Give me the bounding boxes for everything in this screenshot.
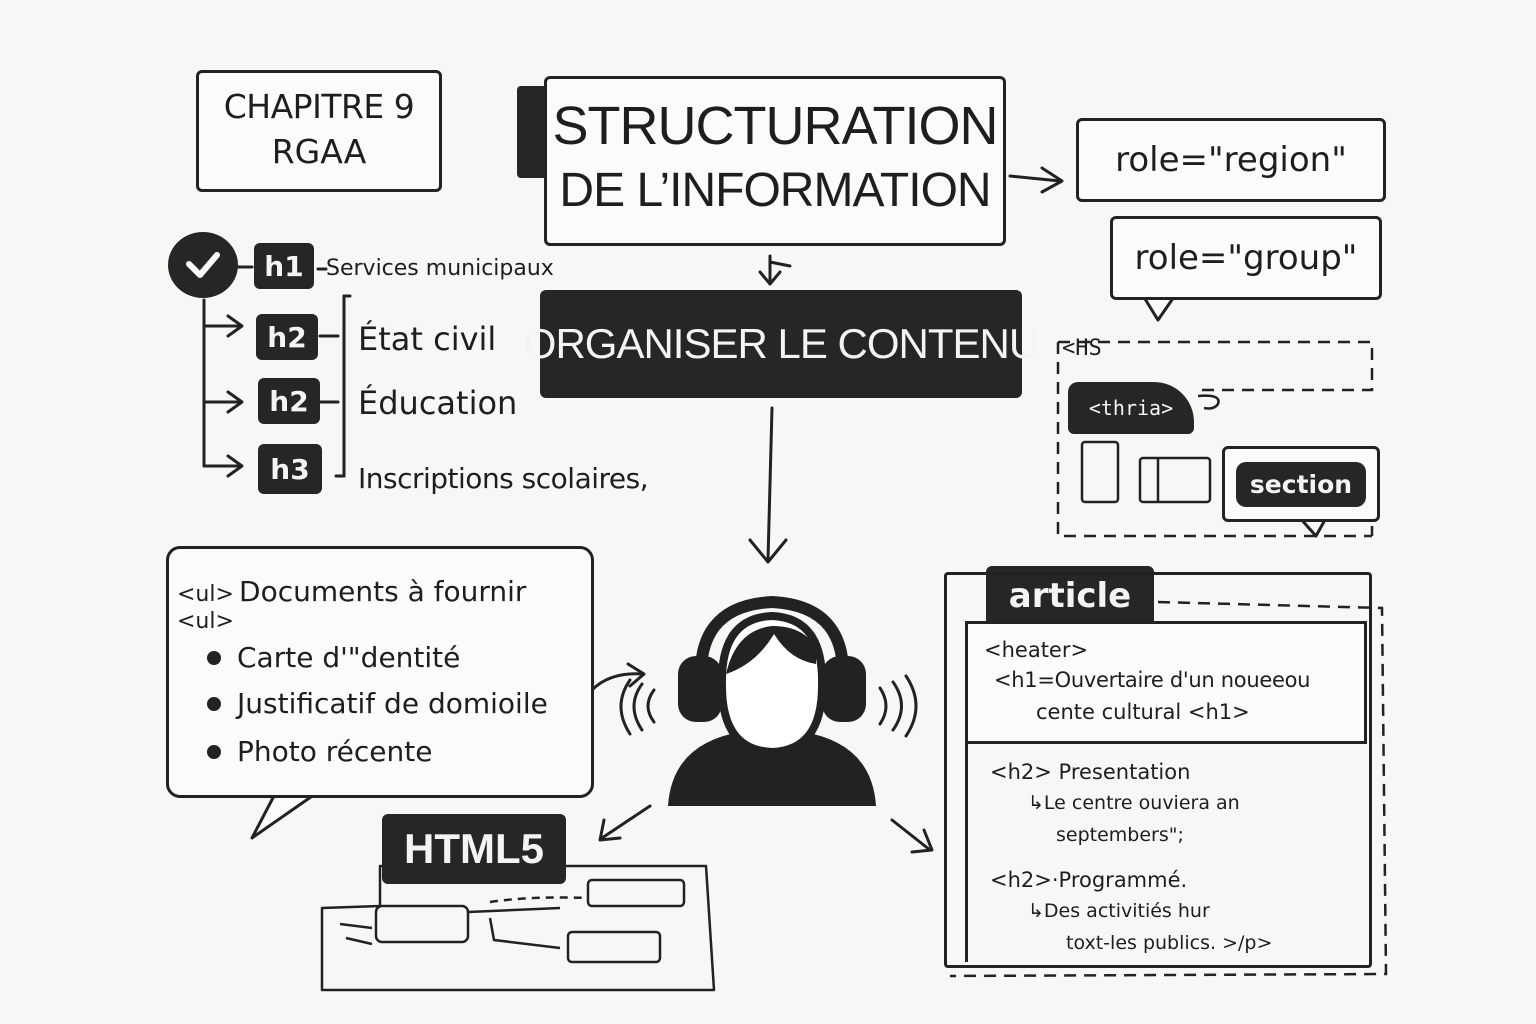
article-body: <h2> Presentation ↳Le centre ouviera an … — [965, 741, 1364, 962]
heading-label-services: Services municipaux — [326, 256, 554, 281]
header-h1-line-1: <h1=Ouvertaire d'un noueeou — [994, 668, 1311, 692]
list-item: Carte d'"dentité — [207, 641, 460, 674]
landmark-thria-tag: <thria> — [1068, 382, 1194, 434]
html5-tag: HTML5 — [382, 814, 566, 884]
landmark-section-text: section — [1249, 469, 1353, 499]
section-1-line-1: ↳Le centre ouviera an — [1028, 792, 1240, 814]
organise-banner: ORGANISER LE CONTENU — [524, 290, 1039, 398]
role-region-box: role="region" — [1076, 118, 1386, 202]
header-tag: <heater> — [984, 638, 1089, 662]
html5-label: HTML5 — [404, 825, 544, 872]
section-2-line-2: toxt-les publics. >/p> — [1066, 932, 1273, 954]
ul-tag-2: <ul> — [177, 609, 234, 634]
landmark-thria-text: <thria> — [1088, 396, 1174, 420]
title-line-2: DE L’INFORMATION — [559, 164, 991, 217]
section-1-heading: <h2> Presentation — [990, 760, 1191, 784]
heading-tag-h1: h1 — [254, 243, 314, 289]
bullet-icon — [207, 650, 221, 665]
heading-label-education: Éducation — [358, 384, 518, 422]
heading-label-inscriptions: Inscriptions scolaires, — [358, 462, 649, 495]
landmark-section-box: section — [1222, 446, 1380, 522]
list-item: Photo récente — [207, 735, 432, 768]
title-box: STRUCTURATION DE L’INFORMATION — [544, 76, 1006, 246]
list-item-text: Justificatif de domioile — [237, 687, 548, 720]
heading-tag-h3: h3 — [258, 444, 322, 494]
section-2-line-1: ↳Des activitiés hur — [1028, 900, 1210, 922]
role-region-label: role="region" — [1115, 140, 1347, 180]
header-h1-line-2: cente cultural <h1> — [1036, 700, 1250, 724]
heading-tag-h1-text: h1 — [264, 249, 304, 283]
organise-label: ORGANISER LE CONTENU — [523, 320, 1039, 367]
chapter-number: CHAPITRE 9 — [223, 87, 415, 126]
role-group-label: role="group" — [1134, 238, 1358, 278]
heading-label-etat-civil: État civil — [358, 320, 497, 358]
section-1-line-2: septembers"; — [1056, 824, 1184, 846]
heading-tag-h3-text: h3 — [270, 452, 310, 486]
list-line-1: <ul> Documents à fournir — [177, 575, 526, 608]
list-item: Justificatif de domioile — [207, 687, 548, 720]
list-title: Documents à fournir — [239, 575, 527, 608]
list-item-text: Carte d'"dentité — [237, 641, 461, 674]
chapter-box: CHAPITRE 9 RGAA — [196, 70, 442, 192]
list-bubble: <ul> Documents à fournir <ul> Carte d'"d… — [166, 546, 594, 798]
bullet-icon — [207, 744, 221, 759]
bullet-icon — [207, 696, 221, 711]
check-icon — [168, 232, 238, 298]
headphones-user-icon — [668, 595, 876, 806]
heading-tag-h2-etat-text: h2 — [267, 320, 307, 354]
heading-tag-h2-education: h2 — [258, 378, 320, 424]
article-tag-text: article — [1008, 576, 1132, 616]
article-header: <heater> <h1=Ouvertaire d'un noueeou cen… — [965, 621, 1367, 744]
landmark-hs-label: <HS — [1062, 336, 1102, 361]
section-2-heading: <h2>·Programmé. — [990, 868, 1188, 892]
title-line-1: STRUCTURATION — [552, 96, 999, 156]
heading-tag-h2-education-text: h2 — [269, 384, 309, 418]
list-item-text: Photo récente — [237, 735, 433, 768]
heading-tag-h2-etat: h2 — [256, 314, 318, 360]
article-tag: article — [986, 566, 1154, 626]
article-panel: <heater> <h1=Ouvertaire d'un noueeou cen… — [944, 572, 1372, 968]
chapter-standard: RGAA — [271, 132, 367, 171]
ul-tag-1: <ul> — [177, 582, 234, 607]
role-group-box: role="group" — [1110, 216, 1382, 300]
landmark-section-tag: section — [1235, 461, 1367, 507]
